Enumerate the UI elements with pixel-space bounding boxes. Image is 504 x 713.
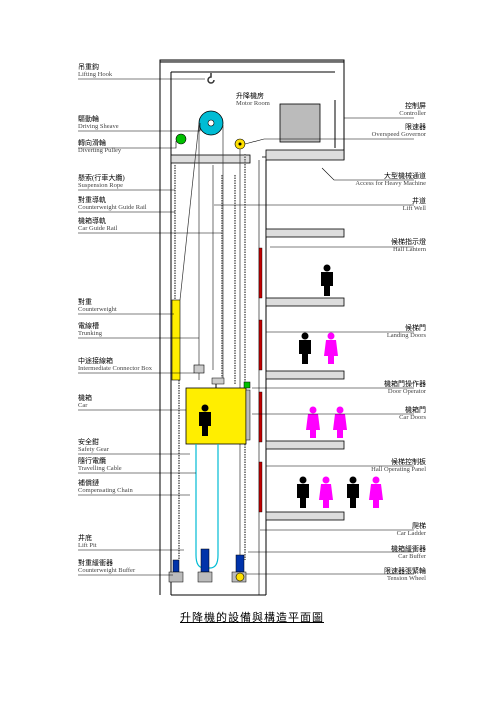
label-hall-lantern-en: Hall Lantern [392,246,426,253]
label-overspeed-governor-en: Overspeed Governor [371,131,426,138]
label-travelling-cable-en: Travelling Cable [78,465,122,472]
label-controller-en: Controller [399,110,426,117]
label-car-ladder-zh: 爬梯 [412,522,426,530]
label-controller-zh: 控制屏 [405,102,426,110]
label-car-doors-en: Car Doors [399,414,426,421]
label-car-doors-zh: 機箱門 [405,406,426,414]
label-lift-well-zh: 井道 [412,197,426,205]
label-travelling-cable-zh: 隨行電纜 [78,457,106,465]
label-trunking-en: Trunking [78,330,102,337]
label-suspension-rope-zh: 懸索(行車大纜) [78,174,125,182]
label-overspeed-governor-zh: 限速器 [405,123,426,131]
label-diverting-pulley-zh: 轉向滑輪 [78,139,106,147]
label-lifting-hook-en: Lifting Hook [78,71,113,78]
label-counterweight-zh: 對重 [78,298,92,306]
thin-ropes [179,122,241,565]
label-lifting-hook-zh: 吊重鈎 [78,63,99,71]
people-icons [199,264,383,508]
label-access-heavy-machine-zh: 大型機械通道 [384,172,426,180]
label-compensating-chain-zh: 補償鏈 [78,479,99,487]
person-icon [369,476,383,508]
lifting-hook-icon [207,73,215,84]
label-counterweight-guide-rail-zh: 對重導軌 [78,196,106,204]
label-door-operator-en: Door Operator [387,388,426,395]
label-diverting-pulley-en: Diverting Pulley [78,147,122,154]
person-icon [199,404,211,436]
label-compensating-chain-en: Compensating Chain [78,487,133,494]
connector-box-icon [193,364,205,374]
label-connector-box-zh: 中途接線箱 [78,357,113,365]
motor-room-label-zh: 升降機房 [236,92,264,100]
controller-icon [279,103,321,143]
label-lift-well-en: Lift Well [402,205,426,212]
car-icon [185,377,251,445]
person-icon [347,476,359,508]
person-icon [324,332,338,364]
person-icon [333,406,347,438]
label-hall-operating-panel-en: Hall Operating Panel [371,466,426,473]
page-title: 升降機的設備與構造平面圖 [180,612,324,624]
person-icon [306,406,320,438]
label-connector-box-en: Intermediate Connector Box [78,365,153,372]
person-icon [297,476,309,508]
label-car-buffer-zh: 機箱緩衝器 [391,545,426,553]
label-safety-gear-en: Safety Gear [78,446,109,453]
label-car-guide-rail-zh: 機箱導軌 [78,217,106,225]
buffers [168,548,247,583]
label-tension-wheel-en: Tension Wheel [387,575,426,582]
label-counterweight-buffer-en: Counterweight Buffer [78,567,136,574]
building-outline [159,59,345,596]
label-landing-doors-zh: 候梯門 [405,324,426,332]
machine-floor [265,149,345,161]
label-car-ladder-en: Car Ladder [396,530,426,537]
label-hall-operating-panel-zh: 候梯控制板 [391,458,426,466]
leader-lines [78,78,414,576]
label-safety-gear-zh: 安全鉗 [78,438,99,446]
driving-sheave-icon [198,110,224,136]
label-lift-pit-zh: 井底 [78,534,92,542]
motor-room-label-en: Motor Room [236,100,270,107]
label-trunking-zh: 電線槽 [78,322,99,330]
label-landing-doors-en: Landing Doors [386,332,426,339]
floor-slabs [265,228,345,521]
label-driving-sheave-en: Driving Sheave [78,123,119,130]
diverting-pulley-icon [175,133,187,145]
label-suspension-rope-en: Suspension Rope [78,182,123,189]
label-lift-pit-en: Lift Pit [78,542,97,549]
label-counterweight-guide-rail-en: Counterweight Guide Rail [78,204,147,211]
overspeed-governor-icon [234,138,246,150]
label-tension-wheel-zh: 限速器張緊輪 [384,567,426,575]
label-car-guide-rail-en: Car Guide Rail [78,225,118,232]
label-door-operator-zh: 機箱門操作器 [384,380,426,388]
suspension-ropes [174,154,246,560]
counterweight-icon [171,299,181,381]
person-icon [299,332,311,364]
label-car-en: Car [78,402,88,409]
motor-room-floor [170,154,251,164]
landing-door-strips [258,247,263,513]
person-icon [321,264,333,296]
label-access-heavy-machine-en: Access for Heavy Machine [355,180,426,187]
person-icon [319,476,333,508]
label-driving-sheave-zh: 驅動輪 [78,115,99,123]
label-hall-lantern-zh: 候梯指示燈 [391,238,426,246]
label-car-zh: 機箱 [78,394,92,402]
label-counterweight-buffer-zh: 對重緩衝器 [78,559,113,567]
label-counterweight-en: Counterweight [78,306,117,313]
label-car-buffer-en: Car Buffer [398,553,426,560]
